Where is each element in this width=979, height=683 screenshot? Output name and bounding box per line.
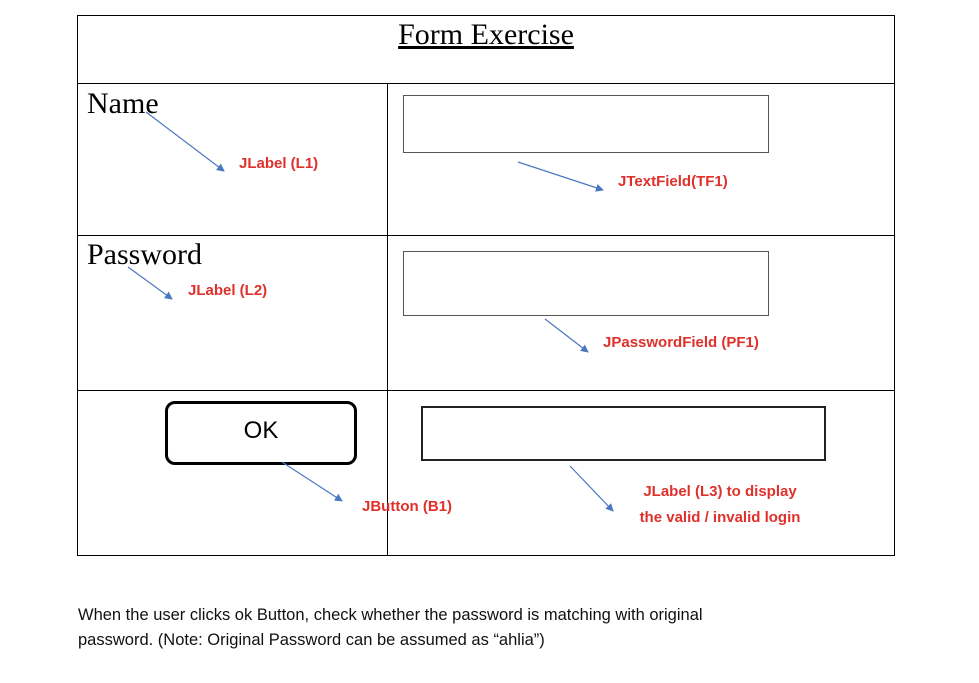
instruction-line-2: password. (Note: Original Password can b… [78,631,545,649]
ok-button[interactable]: OK [165,401,357,465]
annotation-l3-line2: the valid / invalid login [639,509,801,526]
arrow-pf1 [544,318,589,353]
password-label: Password [87,238,203,271]
row-divider [77,83,895,84]
arrow-tf1 [517,161,604,192]
annotation-b1: JButton (B1) [362,498,452,515]
arrow-l1 [145,111,225,172]
annotation-l3-line1: JLabel (L3) to display [643,483,797,500]
name-text-field[interactable] [403,95,769,153]
arrow-l2 [127,266,173,300]
arrow-l3 [569,465,614,512]
annotation-tf1: JTextField(TF1) [618,173,728,190]
form-title: Form Exercise [398,18,574,51]
column-divider [387,83,388,556]
login-result-label [421,406,826,461]
name-label: Name [87,87,159,120]
instruction-line-1: When the user clicks ok Button, check wh… [78,606,703,624]
password-field[interactable] [403,251,769,316]
row-divider [77,390,895,391]
form-table [77,15,895,556]
arrow-b1 [281,461,343,502]
instruction-note: When the user clicks ok Button, check wh… [78,603,918,653]
row-divider [77,235,895,236]
annotation-l1: JLabel (L1) [239,155,319,172]
annotation-l2: JLabel (L2) [188,282,268,299]
annotation-pf1: JPasswordField (PF1) [603,334,759,351]
